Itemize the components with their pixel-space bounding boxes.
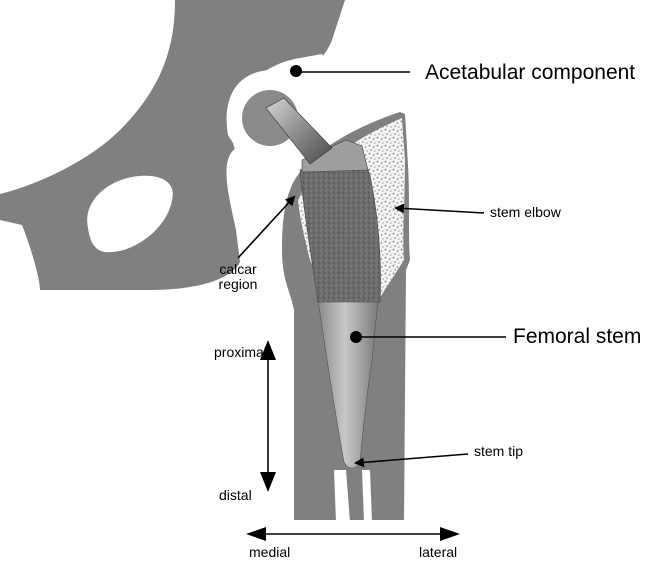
femoral-stem-label: Femoral stem	[513, 325, 641, 348]
femoral-stem-leader-dot	[350, 331, 362, 343]
calcar-region-label: calcar region	[208, 262, 268, 293]
lateral-arrowhead	[440, 527, 460, 541]
stem-elbow-arrow	[396, 208, 484, 213]
stem-tip-label: stem tip	[474, 444, 523, 459]
distal-label: distal	[219, 488, 252, 503]
proximal-label: proximal	[214, 345, 267, 360]
medial-arrowhead	[246, 527, 266, 541]
acetabular-component-label: Acetabular component	[425, 61, 635, 84]
acetabular-leader-dot	[290, 65, 302, 77]
lateral-label: lateral	[419, 545, 457, 560]
distal-arrowhead	[260, 472, 276, 492]
stem-elbow-label: stem elbow	[490, 205, 561, 220]
calcar-label-line2: region	[208, 277, 268, 292]
calcar-label-line1: calcar	[208, 262, 268, 277]
medial-label: medial	[249, 545, 290, 560]
